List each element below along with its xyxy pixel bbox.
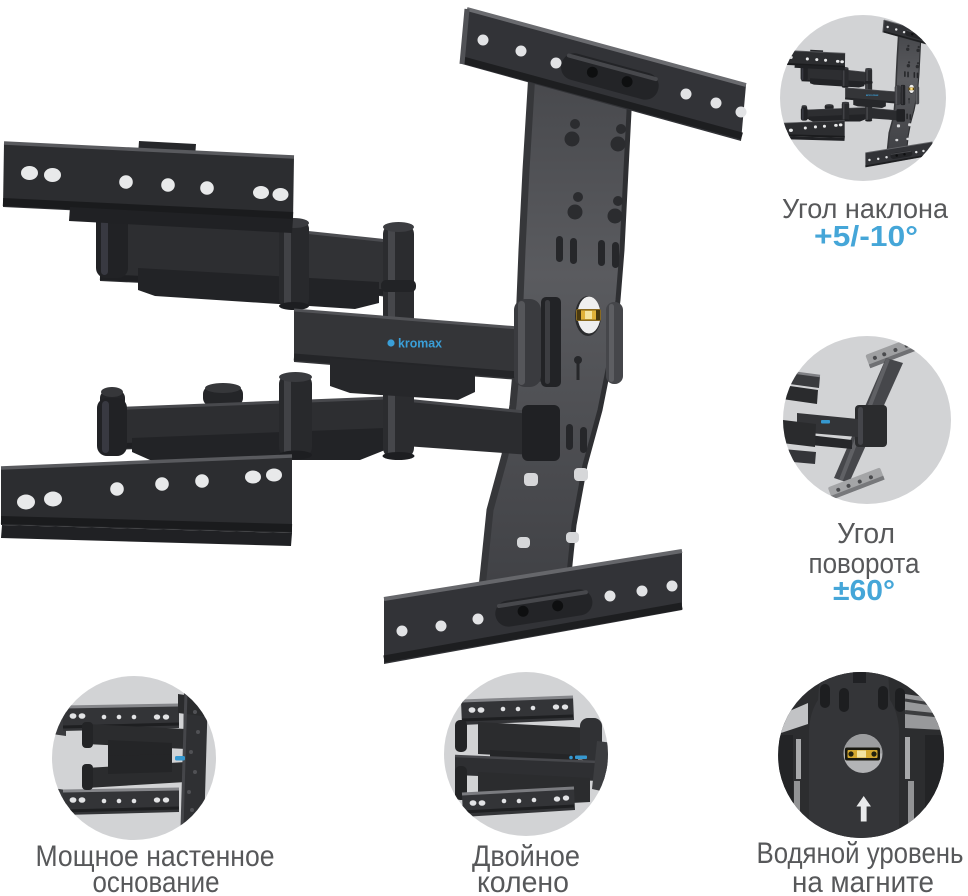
svg-text:Водяной уровень: Водяной уровень — [757, 837, 964, 870]
svg-text:на магните: на магните — [792, 866, 934, 896]
svg-text:поворота: поворота — [809, 548, 921, 580]
svg-text:Угол: Угол — [837, 518, 895, 550]
svg-text:основание: основание — [93, 866, 220, 896]
svg-text:+5/-10°: +5/-10° — [814, 221, 918, 253]
svg-text:колено: колено — [477, 866, 569, 896]
svg-text:Мощное настенное: Мощное настенное — [36, 840, 275, 873]
svg-text:±60°: ±60° — [833, 575, 895, 607]
svg-text:Угол наклона: Угол наклона — [782, 193, 948, 224]
svg-text:Двойное: Двойное — [472, 840, 580, 873]
